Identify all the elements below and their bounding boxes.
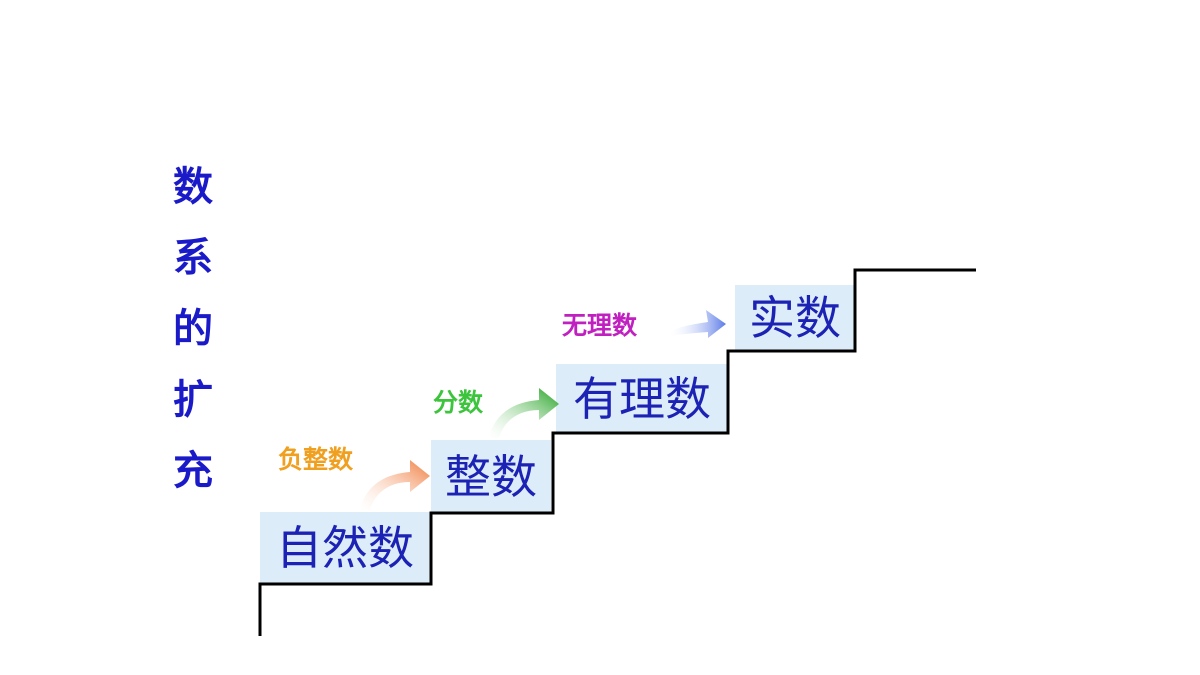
level-label-natural: 自然数 (276, 521, 414, 575)
extension-label-fractions: 分数 (433, 388, 484, 417)
title-char: 充 (173, 448, 213, 494)
level-box-natural: 自然数 (260, 512, 430, 584)
arrow-shape (489, 388, 559, 438)
level-label-integer: 整数 (445, 449, 537, 504)
level-box-real: 实数 (735, 285, 855, 351)
title-char: 数 (173, 164, 213, 210)
title-char: 系 (173, 235, 213, 281)
vertical-title: 数 系 的 扩 充 (158, 152, 228, 507)
title-char: 扩 (173, 377, 213, 423)
extension-label-negative-integers: 负整数 (278, 445, 354, 474)
level-label-rational: 有理数 (573, 371, 711, 426)
curved-arrow-icon (489, 388, 559, 438)
arrow-shape (360, 460, 430, 510)
level-label-real: 实数 (749, 291, 841, 345)
level-box-rational: 有理数 (556, 364, 728, 433)
staircase-line (258, 268, 976, 636)
title-char: 的 (173, 306, 213, 352)
arrow-shape (670, 310, 726, 338)
straight-arrow-icon (670, 310, 726, 338)
curved-arrow-icon (360, 460, 430, 510)
level-box-integer: 整数 (431, 440, 551, 513)
extension-label-irrationals: 无理数 (562, 311, 638, 340)
